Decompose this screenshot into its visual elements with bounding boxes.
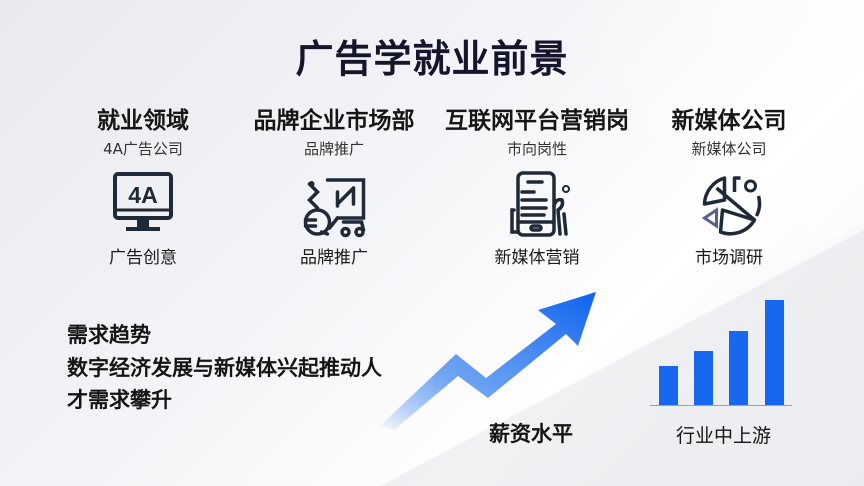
- column-caption: 市场调研: [695, 248, 763, 268]
- monitor-4a-icon: 4A: [113, 172, 173, 231]
- column-caption: 广告创意: [109, 248, 177, 268]
- column-subheading: 品牌推广: [303, 140, 364, 158]
- column-internet-marketing-role: 互联网平台营销岗 市向岗性 新媒体营销: [445, 104, 629, 270]
- mobile-marketing-icon: [510, 171, 570, 237]
- column-subheading: 4A广告公司: [103, 140, 183, 158]
- demand-trend-section: 需求趋势 数字经济发展与新媒体兴起推动人才需求攀升: [67, 318, 387, 416]
- bar-chart-icon: [650, 300, 792, 406]
- demand-trend-label: 需求趋势: [67, 323, 151, 347]
- column-heading: 就业领域: [97, 108, 189, 134]
- demand-trend-text: 数字经济发展与新媒体兴起推动人才需求攀升: [67, 356, 382, 412]
- column-new-media-company: 新媒体公司 新媒体公司 市场调研: [672, 104, 787, 270]
- rising-arrow-icon: [380, 292, 596, 430]
- column-heading: 品牌企业市场部: [253, 108, 415, 134]
- column-caption: 新媒体营销: [494, 248, 580, 268]
- brand-promotion-icon: [303, 178, 365, 238]
- column-employment-field: 就业领域 4A广告公司 4A 广告创意: [97, 104, 189, 270]
- column-subheading: 新媒体公司: [691, 140, 767, 158]
- pie-chart-research-icon: [701, 176, 761, 236]
- column-heading: 互联网平台营销岗: [445, 108, 629, 134]
- column-heading: 新媒体公司: [671, 108, 787, 134]
- industry-position-label: 行业中上游: [676, 425, 772, 447]
- page-title: 广告学就业前景: [295, 37, 569, 81]
- monitor-4a-text: 4A: [128, 182, 157, 208]
- column-subheading: 市向岗性: [506, 140, 567, 158]
- salary-level-label: 薪资水平: [489, 422, 573, 446]
- column-brand-marketing-dept: 品牌企业市场部 品牌推广 品牌推广: [254, 104, 415, 270]
- column-caption: 品牌推广: [300, 248, 368, 268]
